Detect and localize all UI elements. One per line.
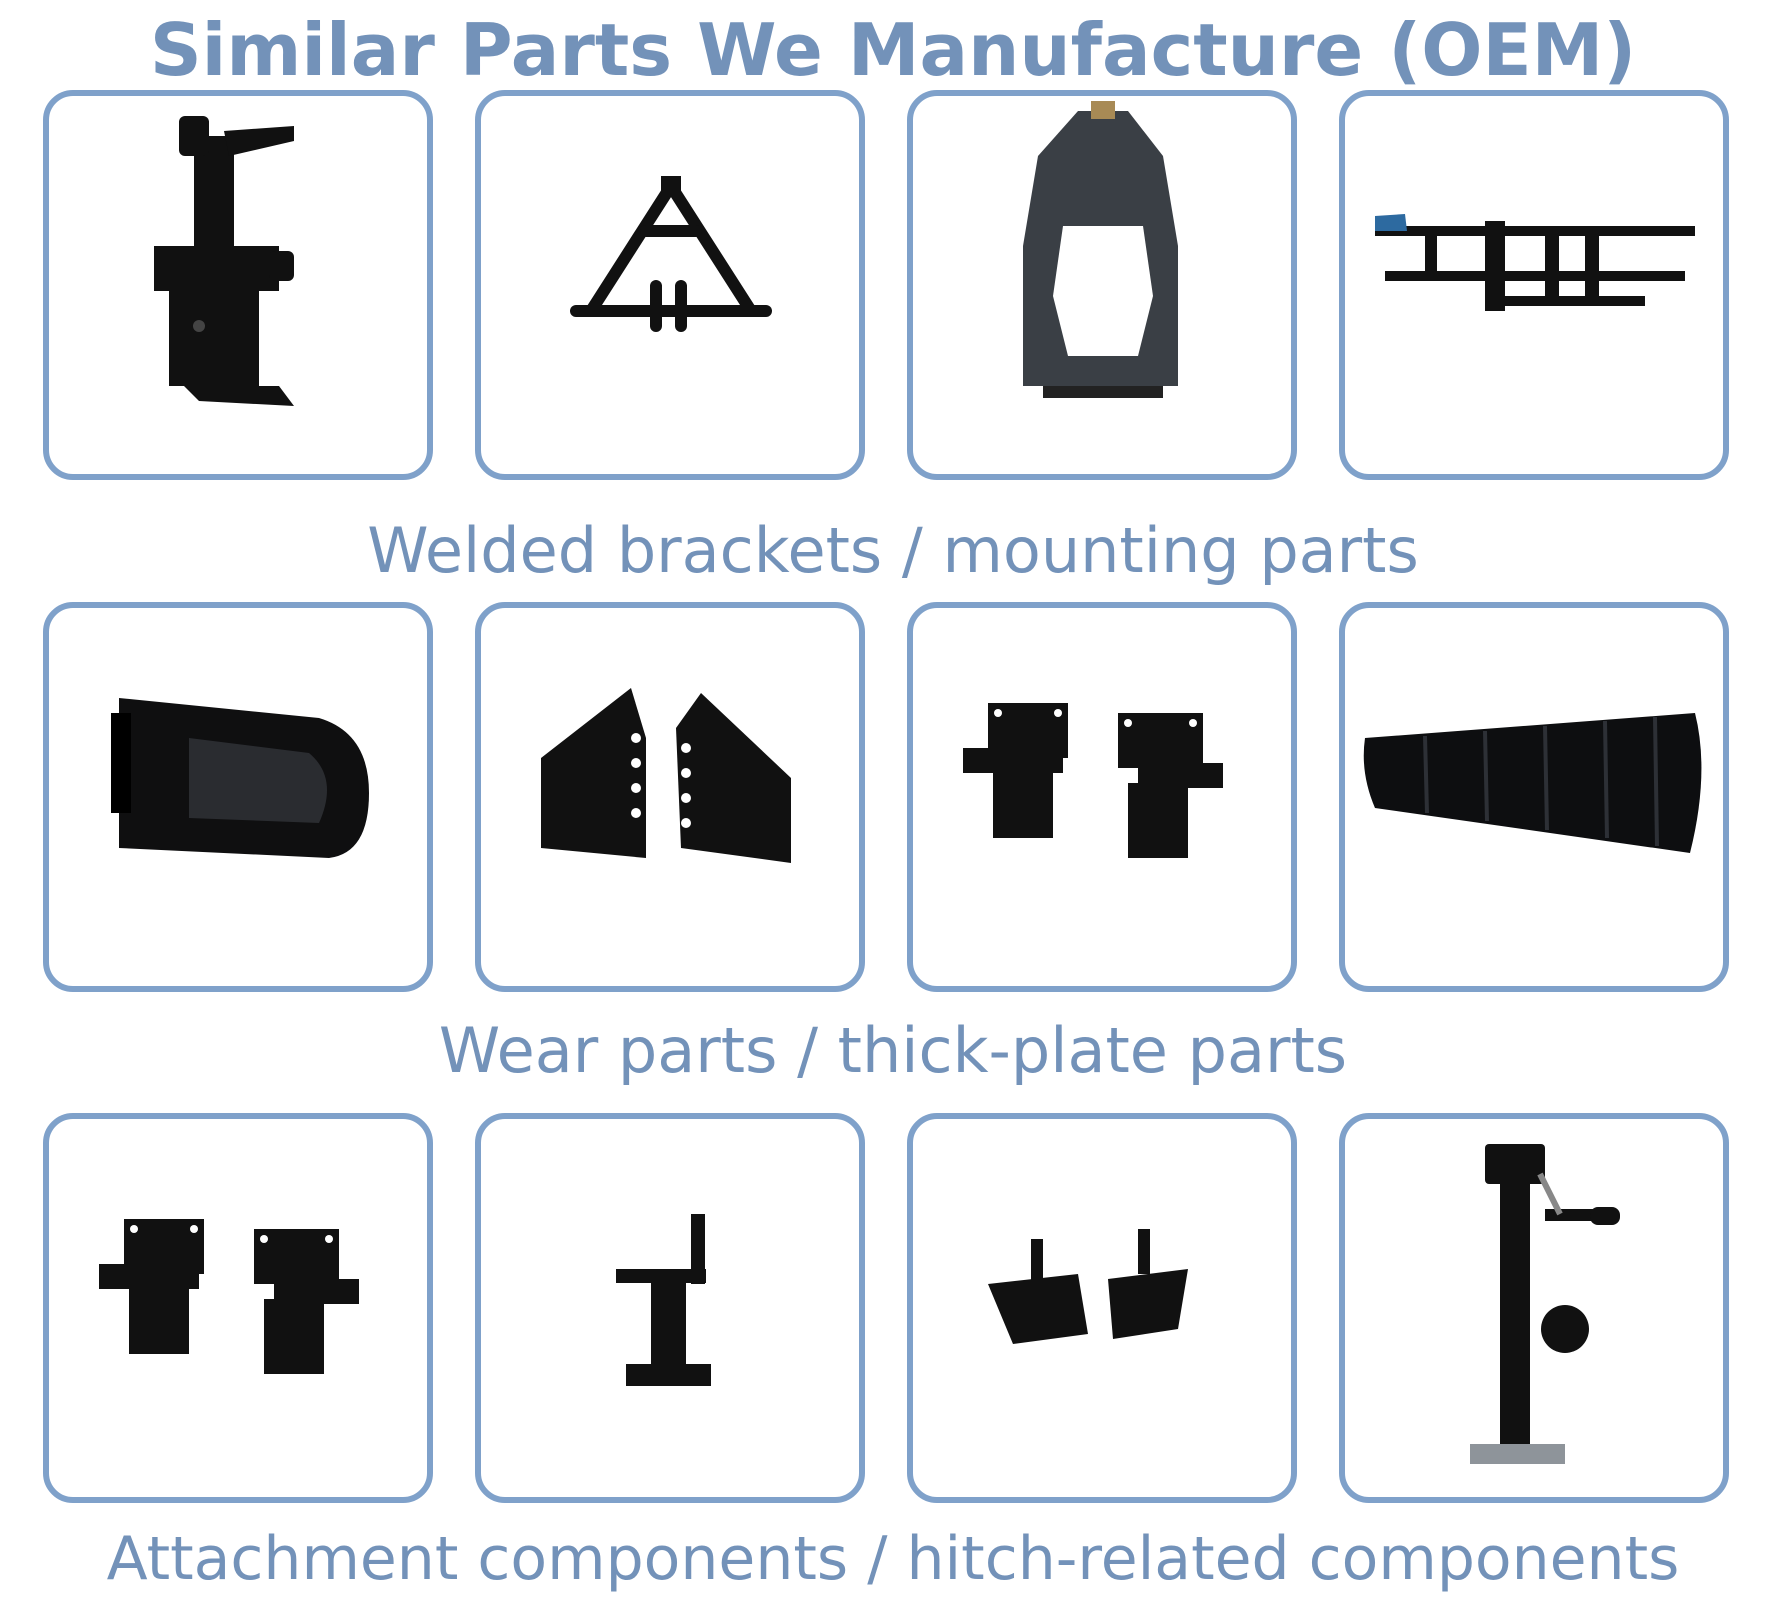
product-card: [1339, 1113, 1729, 1503]
product-card: [475, 1113, 865, 1503]
product-card: [907, 602, 1297, 992]
section-caption: Attachment components / hitch-related co…: [106, 1524, 1680, 1594]
product-card: [43, 90, 433, 480]
product-card: [475, 90, 865, 480]
section-caption: Wear parts / thick-plate parts: [438, 1014, 1348, 1087]
product-card: [475, 602, 865, 992]
curved-plow-housing-icon: [111, 698, 369, 858]
plow-blade-icon: [1363, 713, 1702, 853]
product-card: [907, 1113, 1297, 1503]
a-frame-hitch-icon: [570, 176, 772, 332]
page-title: Similar Parts We Manufacture (OEM): [149, 8, 1637, 92]
welded-frame-icon: [1023, 101, 1178, 398]
product-card: [907, 90, 1297, 480]
pin-plate-pair-icon: [988, 1229, 1188, 1344]
section-caption: Welded brackets / mounting parts: [367, 514, 1419, 587]
angle-post-bracket-icon: [616, 1214, 711, 1386]
product-card: [1339, 602, 1729, 992]
mounting-bracket-pair-icon: [963, 703, 1223, 858]
mounting-bracket-pair-icon: [99, 1219, 359, 1374]
ladder-bracket-icon: [1375, 214, 1695, 311]
vertical-post-bracket-icon: [154, 116, 294, 406]
product-card: [1339, 90, 1729, 480]
trailer-jack-icon: [1470, 1144, 1620, 1464]
product-card: [43, 1113, 433, 1503]
product-card: [43, 602, 433, 992]
gusset-plate-pair-icon: [541, 688, 791, 863]
